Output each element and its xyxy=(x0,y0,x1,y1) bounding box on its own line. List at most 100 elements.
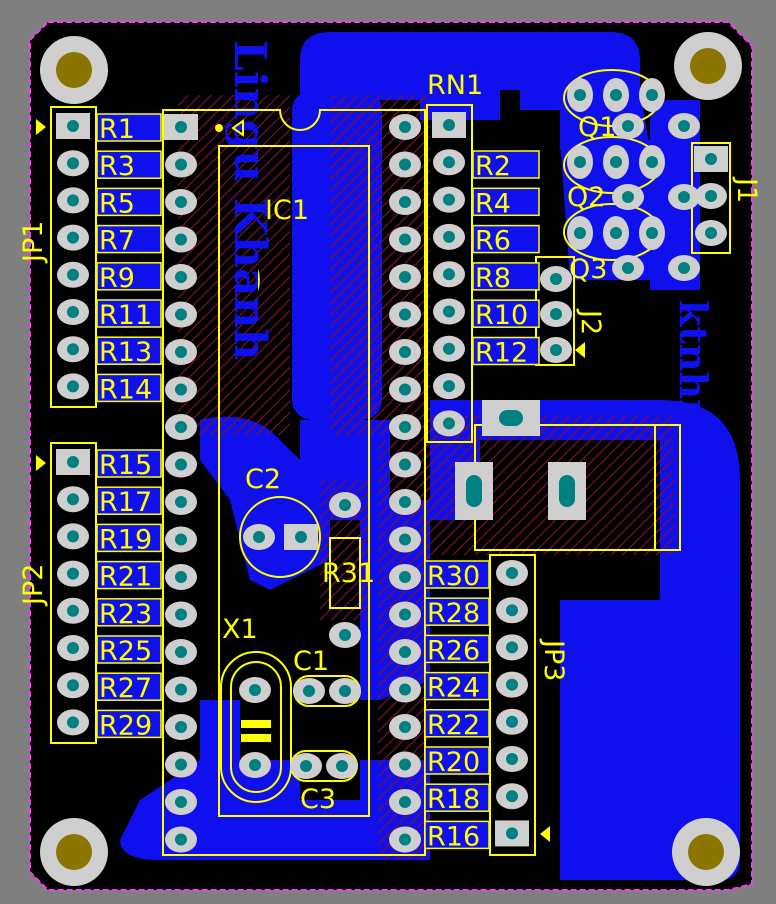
resistor-box xyxy=(472,224,540,254)
resistor-box xyxy=(472,187,540,217)
resistor-label: R23 xyxy=(99,599,152,630)
jp1-pin xyxy=(57,299,89,325)
resistor-box xyxy=(96,373,162,403)
resistor-label: R10 xyxy=(475,300,528,331)
resistor-box xyxy=(424,634,490,664)
ic1-pin xyxy=(165,751,197,778)
ic1-pin xyxy=(165,826,197,853)
ic1-pin xyxy=(389,151,421,178)
pads-layer xyxy=(56,78,728,853)
c3-pin xyxy=(326,753,358,779)
r31-pin xyxy=(329,492,361,518)
resistor-box xyxy=(96,150,162,179)
label-c3: C3 xyxy=(300,784,336,815)
jp1-pin xyxy=(56,113,90,139)
resistor-box xyxy=(472,299,540,328)
resistor-label: R3 xyxy=(99,151,135,182)
transistor-pin xyxy=(639,78,665,112)
resistor-label: R15 xyxy=(99,450,152,481)
resistor-label: R25 xyxy=(99,636,152,667)
resistor-box xyxy=(96,598,162,627)
ic1-pin xyxy=(165,526,197,553)
resistor-label: R26 xyxy=(427,635,480,666)
silk-marks xyxy=(36,119,585,842)
jp3-pin xyxy=(496,634,528,661)
resistor-label: R28 xyxy=(427,598,480,629)
label-q2: Q2 xyxy=(567,182,605,213)
resistor-label: R13 xyxy=(99,337,152,368)
ic1-pin xyxy=(165,451,197,478)
resistor-label: R9 xyxy=(99,263,135,294)
ic1-pin xyxy=(389,114,421,140)
jp1-pin xyxy=(57,187,89,214)
label-c2: C2 xyxy=(245,464,281,495)
c2-pin xyxy=(243,524,275,550)
resistor-box xyxy=(96,486,162,515)
jp3-pin xyxy=(496,746,528,772)
transistor-pin xyxy=(668,184,700,210)
copper-email-text: ktnhn@pdmoli.com xyxy=(671,300,716,714)
ic1-pin xyxy=(165,301,197,328)
resistor-label: R11 xyxy=(99,300,152,331)
resistor-boxes xyxy=(96,113,540,850)
regulator-pads xyxy=(455,400,586,520)
j1-pin xyxy=(694,146,728,172)
resistor-label: R5 xyxy=(99,188,135,219)
x1-pin xyxy=(239,677,271,703)
transistor-pin xyxy=(639,145,665,179)
ic1-pin xyxy=(389,339,421,365)
resistor-box xyxy=(424,820,490,850)
rn1-pin xyxy=(432,112,466,138)
transistor-pin xyxy=(668,113,700,139)
resistor-label: R24 xyxy=(427,673,480,704)
ic1-pin xyxy=(389,451,421,478)
transistor-pin xyxy=(603,216,629,250)
ic1-pin xyxy=(165,189,197,215)
resistor-label: R30 xyxy=(427,561,480,592)
resistor-box xyxy=(96,449,162,478)
ic1-pin xyxy=(389,376,421,403)
transistor-pin xyxy=(612,113,644,139)
transistor-pin xyxy=(567,145,593,179)
jp3-pin xyxy=(495,820,529,847)
label-ic1: IC1 xyxy=(265,195,309,226)
c1-pin xyxy=(329,678,361,704)
rn1-pin xyxy=(433,261,465,288)
ic1-pin xyxy=(389,601,421,628)
ic1-pin xyxy=(165,789,197,815)
ic1-pin xyxy=(389,414,421,440)
resistor-box xyxy=(96,523,162,553)
transistor-pin xyxy=(567,78,593,112)
ic1-pin xyxy=(165,564,197,590)
resistor-label: R29 xyxy=(99,710,152,741)
rn1-pin xyxy=(433,298,465,325)
resistor-label: R22 xyxy=(427,710,480,741)
ic1-pin xyxy=(165,489,197,515)
ic1-pin xyxy=(164,114,198,140)
j1-pin xyxy=(695,183,727,209)
r31-pin xyxy=(329,622,361,648)
rn1-pin xyxy=(433,373,465,400)
jp3-pin xyxy=(496,671,528,698)
resistor-box xyxy=(424,597,490,626)
c1-pin xyxy=(293,678,325,704)
jp1-pin xyxy=(57,224,89,251)
resistor-label: R27 xyxy=(99,673,152,704)
resistor-box xyxy=(424,709,490,738)
c2-pin xyxy=(284,524,318,550)
ic1-pin xyxy=(165,414,197,440)
j2-pin xyxy=(540,337,572,363)
ic1-pin xyxy=(165,151,197,178)
rn1-pin xyxy=(433,335,465,362)
ic1-pin xyxy=(389,751,421,778)
rn1-pin xyxy=(433,149,465,176)
resistor-box xyxy=(472,262,540,291)
copper-name-text: Lingu Khanh xyxy=(224,40,275,360)
ic1-pin xyxy=(389,489,421,515)
resistor-box xyxy=(96,262,162,291)
rn1-pin xyxy=(433,186,465,213)
resistor-label: R8 xyxy=(475,263,511,294)
resistor-box xyxy=(424,746,490,775)
ic1-pin xyxy=(389,826,421,853)
